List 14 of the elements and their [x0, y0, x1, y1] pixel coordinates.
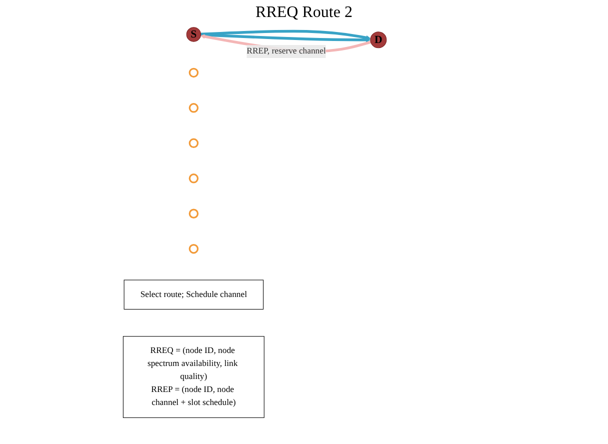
node-box: Select route; Schedule channel	[124, 280, 264, 310]
node-circle	[188, 138, 199, 148]
node-circle	[188, 174, 199, 184]
node-circle	[188, 208, 199, 218]
node-circle	[188, 103, 199, 113]
node-circle: S	[186, 27, 202, 42]
arrow	[200, 30, 371, 40]
node-circle	[188, 244, 199, 254]
node-circle: D	[370, 32, 387, 48]
route-label: RREQ Route 2	[254, 4, 354, 22]
node-box: RREQ = (node ID, node spectrum availability, link quality) RREP = (node ID, node channel + slot schedule)	[122, 336, 264, 418]
edge-label: RREP, reserve channel	[246, 46, 326, 56]
node-circle	[188, 68, 199, 78]
arrow	[200, 33, 371, 42]
